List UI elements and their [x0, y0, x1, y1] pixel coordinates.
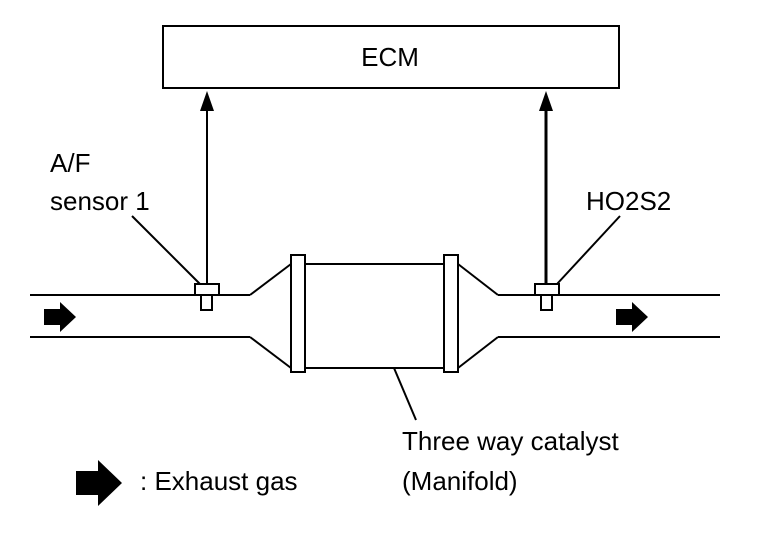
catalyst-right-flange: [443, 254, 459, 373]
up-arrow-icon: [539, 91, 553, 111]
three-way-catalyst: [290, 254, 459, 373]
af-sensor-leader-line: [131, 215, 201, 285]
legend-text: : Exhaust gas: [140, 466, 298, 496]
ho2s2-sensor: [534, 283, 560, 311]
af-sensor-signal-arrow: [200, 91, 214, 284]
catalyst-leader-line: [393, 367, 417, 421]
af-sensor-label-line2: sensor 1: [50, 186, 150, 216]
thick-right-arrow-icon: [76, 460, 122, 506]
thick-right-arrow-icon: [616, 302, 648, 332]
thick-right-arrow-icon: [44, 302, 76, 332]
ho2s2-leader-line: [556, 215, 621, 285]
af-sensor-1: [194, 283, 220, 311]
ho2s2-label: HO2S2: [586, 186, 671, 216]
ecm-box: ECM: [162, 25, 620, 89]
catalyst-label-line1: Three way catalyst: [402, 426, 620, 456]
catalyst-left-flange: [290, 254, 306, 373]
up-arrow-icon: [200, 91, 214, 111]
af-sensor-label-line1: A/F: [50, 148, 90, 178]
legend: : Exhaust gas: [76, 460, 298, 506]
ecm-label: ECM: [361, 42, 419, 72]
ho2s2-signal-arrow: [539, 91, 553, 284]
catalyst-label-line2: (Manifold): [402, 466, 518, 496]
